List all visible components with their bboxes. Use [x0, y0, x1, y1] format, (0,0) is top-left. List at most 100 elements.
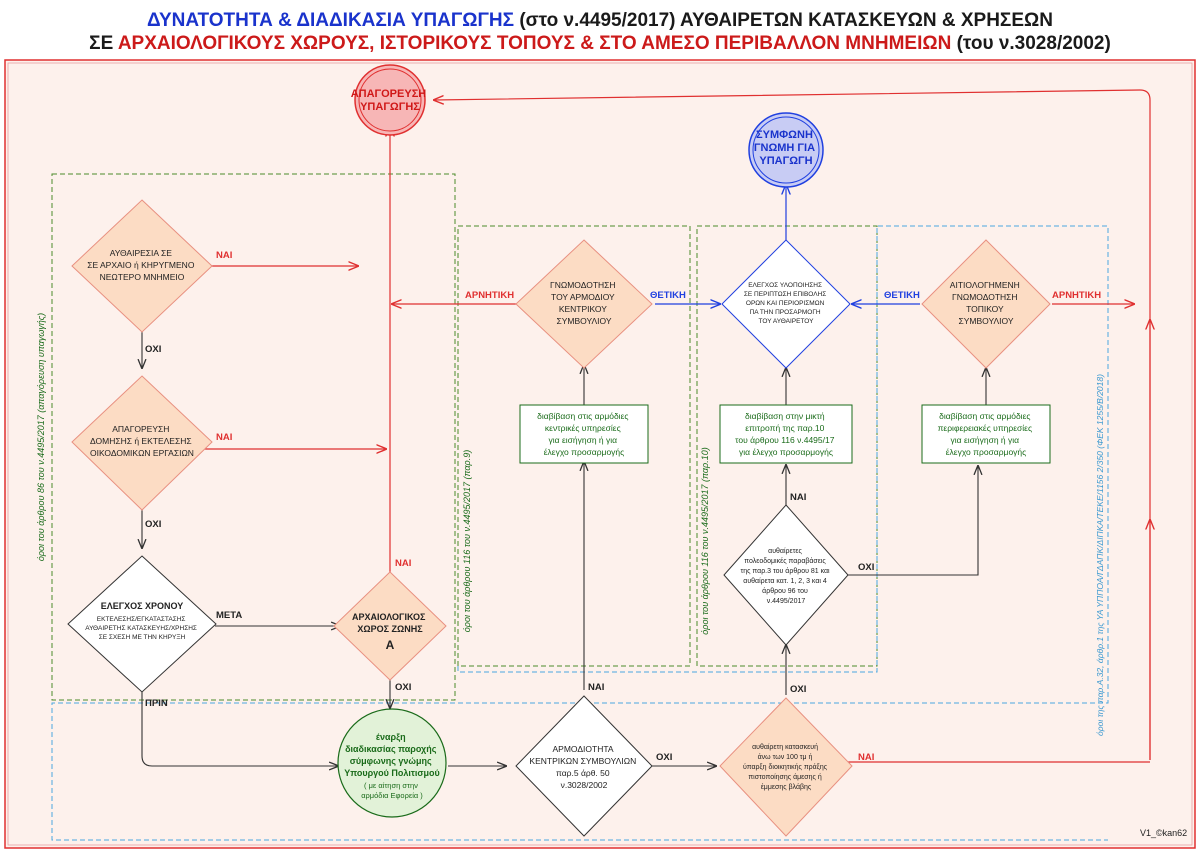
text-line: ΚΕΝΤΡΙΚΟΥ	[559, 304, 607, 314]
text-line: έναρξη	[376, 732, 406, 742]
text-line: έμμεσης βλάβης	[761, 783, 812, 791]
node-consent-text: ΣΥΜΦΩΝΗ ΓΝΩΜΗ ΓΙΑ ΥΠΑΓΩΓΗ	[754, 129, 818, 167]
text-line: ν.4495/2017	[767, 598, 806, 605]
node-building-ban	[71, 375, 213, 511]
arrow-violations-no	[845, 466, 978, 576]
text-line: ΟΙΚΟΔΟΜΙΚΩΝ ΕΡΓΑΣΙΩΝ	[90, 448, 194, 458]
text-line: ΑΥΘΑΙΡΕΤΗΣ ΚΑΤΑΣΚΕΥΗΣ/ΧΡΗΣΗΣ	[85, 625, 197, 632]
box-regional-services	[921, 404, 1051, 464]
text-line: ΑΙΤΙΟΛΟΓΗΜΕΝΗ	[950, 280, 1020, 290]
label-listed-no: ΟΧΙ	[145, 344, 161, 355]
text-line: διαδικασίας παροχής	[345, 744, 437, 754]
node-listed-monument	[71, 199, 213, 333]
title-part: ΔΥΝΑΤΟΤΗΤΑ & ΔΙΑΔΙΚΑΣΙΑ ΥΠΑΓΩΓΗΣ	[147, 10, 515, 31]
box-central-services	[519, 404, 649, 464]
text-line: Υπουργού Πολιτισμού	[344, 768, 440, 778]
text-line: ΤΟΠΙΚΟΥ	[966, 304, 1004, 314]
text-line: αυθαίρετες	[768, 547, 802, 555]
node-zone-a-text: ΑΡΧΑΙΟΛΟΓΙΚΟΣ ΧΩΡΟΣ ΖΩΝΗΣ	[352, 612, 428, 634]
region-art86	[51, 173, 456, 701]
label-central-positive: ΘΕΤΙΚΗ	[650, 290, 686, 301]
text-line: ύπαρξη διοικητικής πράξης	[743, 763, 828, 771]
box-mixed-committee-text: διαβίβαση στην μικτή επιτροπή της παρ.10…	[735, 411, 837, 457]
text-line: ΣΕ ΑΡΧΑΙΟ ή ΚΗΡΥΓΜΕΝΟ	[87, 260, 195, 270]
node-violations	[723, 504, 849, 646]
text-line: ΓΝΩΜΗ ΓΙΑ	[754, 142, 815, 154]
region-ya	[51, 225, 1109, 841]
box-central-services-text: διαβίβαση στις αρμόδιες κεντρικές υπηρεσ…	[537, 411, 631, 457]
text-line: παρ.5 άρθ. 50	[556, 768, 610, 778]
text-line: ΣΥΜΦΩΝΗ	[756, 129, 813, 141]
text-line: περιφερειακές υπηρεσίες	[938, 423, 1033, 433]
node-central-council	[515, 239, 653, 369]
title-line-2: ΣΕ ΑΡΧΑΙΟΛΟΓΙΚΟΥΣ ΧΩΡΟΥΣ, ΙΣΤΟΡΙΚΟΥΣ ΤΟΠ…	[0, 33, 1200, 55]
text-line: ΚΕΝΤΡΙΚΩΝ ΣΥΜΒΟΥΛΙΩΝ	[529, 756, 636, 766]
title-part: ΑΡΧΑΙΟΛΟΓΙΚΟΥΣ ΧΩΡΟΥΣ, ΙΣΤΟΡΙΚΟΥΣ ΤΟΠΟΥΣ…	[117, 33, 952, 54]
label-local-positive: ΘΕΤΙΚΗ	[884, 290, 920, 301]
side-note-art86: όροι του άρθρου 86 του ν.4495/2017 (απαγ…	[36, 313, 46, 561]
node-local-council-text: ΑΙΤΙΟΛΟΓΗΜΕΝΗ ΓΝΩΜΟΔΟΤΗΣΗ ΤΟΠΙΚΟΥ ΣΥΜΒΟΥ…	[950, 280, 1022, 326]
text-line: ΧΩΡΟΣ ΖΩΝΗΣ	[357, 624, 423, 634]
label-100-sqm-no: ΟΧΙ	[790, 684, 806, 695]
node-zone-a	[333, 571, 447, 681]
text-line: αυθαίρετη κατασκευή	[752, 743, 818, 751]
text-line: άνω των 100 τμ ή	[758, 753, 813, 761]
node-building-ban-text: ΑΠΑΓΟΡΕΥΣΗ ΔΟΜΗΣΗΣ ή ΕΚΤΕΛΕΣΗΣ ΟΙΚΟΔΟΜΙΚ…	[90, 424, 194, 458]
text-line: επιτροπή της παρ.10	[745, 423, 824, 433]
text-line: έλεγχο προσαρμογής	[544, 447, 625, 457]
title-part: (στο ν.4495/2017) ΑΥΘΑΙΡΕΤΩΝ ΚΑΤΑΣΚΕΥΩΝ …	[514, 10, 1053, 31]
node-prohibition	[354, 64, 426, 136]
text-line: για εισήγηση ή για	[951, 435, 1020, 445]
label-violations-no: ΟΧΙ	[858, 562, 874, 573]
label-competence-yes: ΝΑΙ	[588, 682, 604, 693]
text-line: κεντρικές υπηρεσίες	[545, 423, 621, 433]
node-listed-monument-text: ΑΥΘΑΙΡΕΣΙΑ ΣΕ ΣΕ ΑΡΧΑΙΟ ή ΚΗΡΥΓΜΕΝΟ ΝΕΩΤ…	[87, 248, 197, 282]
title-part: ΣΕ	[89, 33, 118, 54]
node-consent	[748, 112, 824, 188]
text-line: ΠΑ ΤΗΝ ΠΡΟΣΑΡΜΟΓΗ	[750, 309, 821, 316]
text-line: ( με αίτηση στην	[364, 781, 418, 790]
label-listed-yes: ΝΑΙ	[216, 250, 232, 261]
text-line: διαβίβαση στις αρμόδιες	[939, 411, 1030, 421]
text-line: ν.3028/2002	[561, 780, 608, 790]
text-line: σύμφωνης γνώμης	[350, 756, 432, 766]
text-line: ΣΥΜΒΟΥΛΙΟΥ	[556, 316, 611, 326]
text-line: ΣΕ ΣΧΕΣΗ ΜΕ ΤΗΝ ΚΗΡΥΞΗ	[99, 634, 186, 641]
node-prohibition-text: ΑΠΑΓΟΡΕΥΣΗ ΥΠΑΓΩΓΗΣ	[351, 88, 430, 113]
text-line: πιστοποίησης άμεσης ή	[748, 773, 822, 781]
node-time-check-title: ΕΛΕΓΧΟΣ ΧΡΟΝΟΥ	[101, 601, 184, 611]
node-competence	[515, 695, 653, 837]
node-100-sqm-text: αυθαίρετη κατασκευή άνω των 100 τμ ή ύπα…	[743, 743, 829, 791]
text-line: ΕΛΕΓΧΟΣ ΥΛΟΠΟΙΗΣΗΣ	[748, 282, 822, 289]
title-part: (του ν.3028/2002)	[951, 33, 1111, 54]
side-note-ya: όροι της παρ.Α.32, άρθρ.1 της ΥΑ ΥΠΠΟΑ/Γ…	[1095, 374, 1105, 736]
label-zone-no: ΟΧΙ	[395, 682, 411, 693]
box-regional-services-text: διαβίβαση στις αρμόδιες περιφερειακές υπ…	[938, 411, 1035, 457]
text-line: ΔΟΜΗΣΗΣ ή ΕΚΤΕΛΕΣΗΣ	[90, 436, 192, 446]
node-central-council-text: ΓΝΩΜΟΔΟΤΗΣΗ ΤΟΥ ΑΡΜΟΔΙΟΥ ΚΕΝΤΡΙΚΟΥ ΣΥΜΒΟ…	[550, 280, 618, 326]
arrow-time-before	[141, 692, 338, 766]
node-start	[337, 708, 447, 818]
text-line: άρθρου 96 του	[762, 587, 808, 595]
label-central-negative: ΑΡΝΗΤΙΚΗ	[465, 290, 514, 301]
text-line: ΑΡΧΑΙΟΛΟΓΙΚΟΣ	[352, 612, 426, 622]
region-par9	[457, 225, 691, 667]
node-time-check-sub: ΕΚΤΕΛΕΣΗΣ/ΕΓΚΑΤΑΣΤΑΣΗΣ ΑΥΘΑΙΡΕΤΗΣ ΚΑΤΑΣΚ…	[85, 616, 199, 641]
text-line: αρμόδια Εφορεία )	[361, 791, 423, 800]
node-start-note: ( με αίτηση στην αρμόδια Εφορεία )	[361, 781, 423, 800]
text-line: διαβίβαση στην μικτή	[745, 411, 825, 421]
text-line: ΝΕΩΤΕΡΟ ΜΝΗΜΕΙΟ	[100, 272, 185, 282]
node-start-text: έναρξη διαδικασίας παροχής σύμφωνης γνώμ…	[344, 732, 440, 778]
text-line: της παρ.3 του άρθρου 81 και	[740, 567, 830, 575]
text-line: πολεοδομικές παραβάσεις	[744, 557, 826, 565]
node-consent-ring	[752, 116, 820, 184]
text-line: ΓΝΩΜΟΔΟΤΗΣΗ	[550, 280, 616, 290]
label-zone-yes: ΝΑΙ	[395, 558, 411, 569]
text-line: ΑΠΑΓΟΡΕΥΣΗ	[112, 424, 169, 434]
text-line: ΥΠΑΓΩΓΗΣ	[360, 101, 420, 113]
text-line: ΕΚΤΕΛΕΣΗΣ/ΕΓΚΑΤΑΣΤΑΣΗΣ	[97, 616, 186, 623]
text-line: ΓΝΩΜΟΔΟΤΗΣΗ	[952, 292, 1018, 302]
side-note-par9: όροι του άρθρου 116 του ν.4495/2017 (παρ…	[462, 450, 472, 632]
